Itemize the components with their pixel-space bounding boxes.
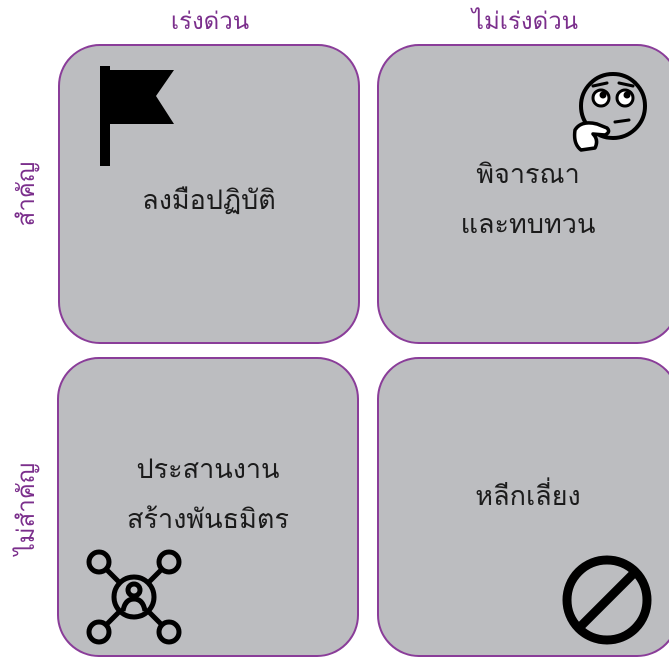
quadrant-delegate-label: ประสานงาน สร้างพันธมิตร xyxy=(127,454,289,535)
thinking-face-icon xyxy=(572,72,647,152)
quadrant-avoid-label: หลีกเลี่ยง xyxy=(475,481,581,512)
quadrant-consider-label: พิจารณา และทบทวน xyxy=(460,159,596,240)
quadrant-do-label: ลงมือปฏิบัติ xyxy=(142,185,276,216)
row-header-important: สำคัญ xyxy=(12,161,40,227)
column-header-not-urgent: ไม่เร่งด่วน xyxy=(471,7,579,35)
flag-icon xyxy=(100,66,174,166)
quadrant-do: ลงมือปฏิบัติ xyxy=(58,44,360,344)
prohibited-icon xyxy=(562,555,652,645)
quadrant-consider: พิจารณา และทบทวน xyxy=(377,44,669,344)
quadrant-avoid: หลีกเลี่ยง xyxy=(377,357,669,657)
quadrant-delegate: ประสานงาน สร้างพันธมิตร xyxy=(57,357,359,657)
row-header-not-important: ไม่สำคัญ xyxy=(12,462,40,556)
network-person-icon xyxy=(86,549,182,645)
column-header-urgent: เร่งด่วน xyxy=(170,7,250,35)
